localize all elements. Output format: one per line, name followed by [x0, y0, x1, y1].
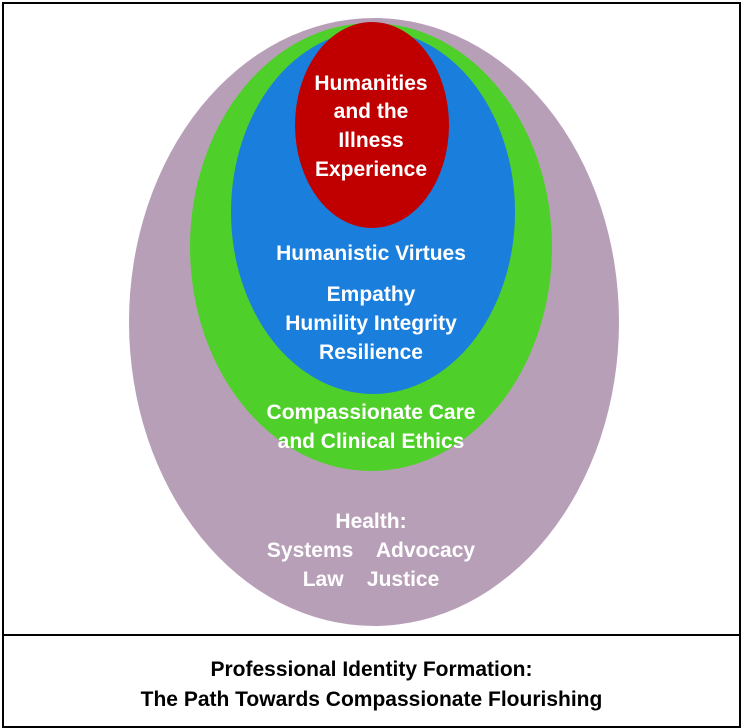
- blue-label-line-2: Humility Integrity: [285, 312, 457, 335]
- caption-line-2: The Path Towards Compassionate Flourishi…: [140, 688, 603, 711]
- green-label-line-1: Compassionate Care: [267, 401, 476, 424]
- red-label-line-1: Humanities: [314, 72, 427, 95]
- red-label-line-2: and the: [334, 100, 409, 123]
- blue-heading: Humanistic Virtues: [276, 242, 466, 265]
- blue-label-line-1: Empathy: [327, 283, 416, 306]
- outer-label-line-2: Systems Advocacy: [267, 539, 475, 562]
- red-ellipse-humanities: [295, 22, 449, 228]
- blue-label-line-3: Resilience: [319, 341, 423, 364]
- red-label-line-4: Experience: [315, 158, 427, 181]
- outer-label-line-1: Health:: [335, 510, 406, 533]
- outer-label-line-3: Law Justice: [303, 568, 440, 591]
- caption-box: Professional Identity Formation: The Pat…: [4, 634, 739, 728]
- red-label-line-3: Illness: [338, 129, 403, 152]
- nested-ellipses-diagram: Humanities and the Illness Experience Hu…: [129, 18, 619, 626]
- caption-line-1: Professional Identity Formation:: [210, 658, 533, 681]
- green-label-line-2: and Clinical Ethics: [278, 430, 465, 453]
